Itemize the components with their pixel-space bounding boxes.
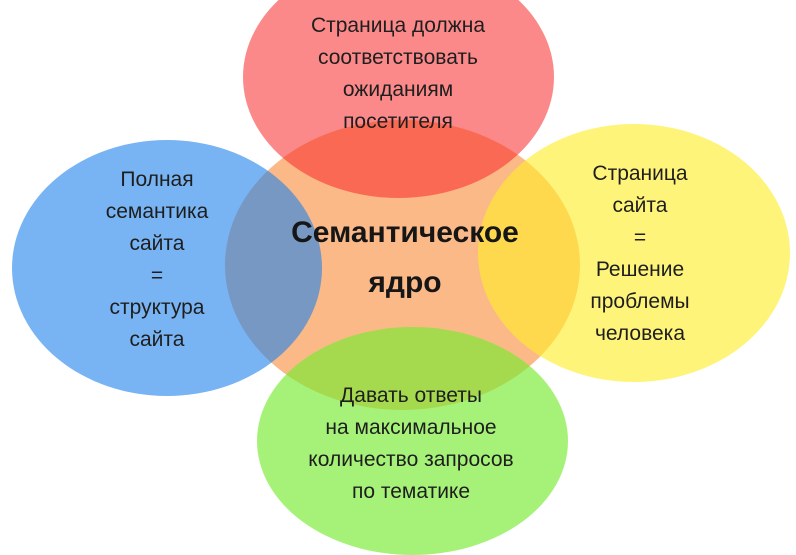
top-line: соответствовать [318,46,478,69]
center-title: Семантическое ядро [255,208,555,308]
right-line: = [633,226,647,249]
top-line: Страница должна [310,14,486,37]
venn-diagram: Страница должна соответствовать ожидания… [12,0,790,555]
right-line: человека [594,322,686,345]
bottom-line: по тематике [351,480,471,503]
right-circle-text: Страница сайта = Решение проблемы челове… [550,158,730,350]
top-line: посетителя [343,110,453,133]
bottom-line: на максимальное [325,416,497,439]
left-line: сайта [129,232,185,255]
right-circle [478,124,790,382]
right-line: Страница [592,162,688,185]
right-line: проблемы [590,290,690,313]
top-circle-text: Страница должна соответствовать ожидания… [278,10,518,138]
left-line: структура [109,296,205,319]
right-line: Решение [595,258,685,281]
left-line: = [150,264,164,287]
right-line: сайта [612,194,668,217]
left-line: сайта [129,328,185,351]
top-circle [243,0,554,198]
left-circle-text: Полная семантика сайта = структура сайта [62,164,252,356]
center-line: ядро [368,266,442,299]
left-line: Полная [120,168,194,191]
bottom-circle-text: Давать ответы на максимальное количество… [262,380,560,508]
left-circle [12,140,322,396]
left-line: семантика [105,200,209,223]
center-line: Семантическое [291,216,519,249]
bottom-circle [257,327,568,555]
bottom-line: количество запросов [308,448,514,471]
top-line: ожиданиям [342,78,454,101]
bottom-line: Давать ответы [340,384,482,407]
